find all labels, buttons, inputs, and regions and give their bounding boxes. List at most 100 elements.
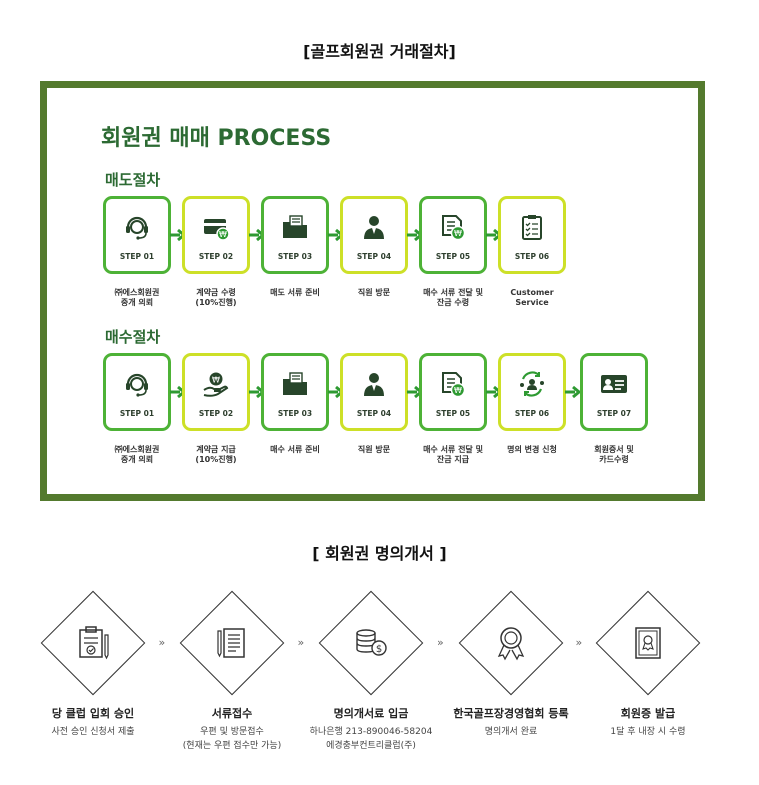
transfer-step-title: 명의개서료 입금 <box>333 707 409 720</box>
step-label-line: ㈜에스회원권 <box>114 445 160 454</box>
step-label-line: 중개 의뢰 <box>120 298 154 307</box>
transfer-step-desc: 1달 후 내장 시 수령 <box>573 725 723 739</box>
transfer-title: [ 회원권 명의개서 ] <box>312 544 447 563</box>
step-label-line: (10%진행) <box>195 298 237 307</box>
certificate-icon <box>628 623 668 663</box>
headset-icon <box>123 213 151 241</box>
document-pen-icon <box>212 623 252 663</box>
transfer-step-desc: 사전 승인 신청서 제출 <box>18 725 168 739</box>
card-icon: ₩ <box>202 213 230 241</box>
buy-step-3-label: 매수 서류 준비 <box>250 445 340 455</box>
sell-step-4-label: 직원 방문 <box>329 288 419 298</box>
chevron-right-icon: » <box>158 636 166 649</box>
transfer-step-title: 서류접수 <box>211 707 253 720</box>
transfer-step-title: 회원증 발급 <box>620 707 676 720</box>
sell-step-6-box: STEP 06 <box>498 196 566 274</box>
page-title: [골프회원권 거래절차] <box>303 42 456 61</box>
step-number: STEP 06 <box>514 409 550 418</box>
transfer-desc-line: 에경충부컨트리클럽(주) <box>326 741 416 751</box>
transfer-step-title: 당 클럽 입회 승인 <box>51 707 135 720</box>
buy-step-3-box: STEP 03 <box>261 353 329 431</box>
process-title: 회원권 매매 PROCESS <box>101 126 332 151</box>
buy-step-2-label: 계약금 지급(10%진행) <box>171 445 261 465</box>
chevron-right-icon: » <box>297 636 305 649</box>
sell-step-2-box: ₩ STEP 02 <box>182 196 250 274</box>
arrow-right-icon <box>564 384 582 400</box>
folder-icon <box>281 213 309 241</box>
step-number: STEP 03 <box>277 409 313 418</box>
buy-step-4-label: 직원 방문 <box>329 445 419 455</box>
step-number: STEP 07 <box>596 409 632 418</box>
transfer-desc-line: 명의개서 완료 <box>484 727 538 737</box>
svg-text:₩: ₩ <box>454 386 462 395</box>
svg-text:₩: ₩ <box>454 229 462 238</box>
sell-step-2-label: 계약금 수령(10%진행) <box>171 288 261 308</box>
buy-step-7-box: STEP 07 <box>580 353 648 431</box>
step-label-line: 회원증서 및 <box>594 445 634 454</box>
step-label-line: 계약금 수령 <box>196 288 236 297</box>
step-label-line: 매수 서류 준비 <box>270 445 320 454</box>
sell-step-4-box: STEP 04 <box>340 196 408 274</box>
step-number: STEP 04 <box>356 409 392 418</box>
step-label-line: (10%진행) <box>195 455 237 464</box>
step-label-line: Service <box>515 298 549 307</box>
id-card-icon <box>600 370 628 398</box>
award-icon <box>491 623 531 663</box>
transfer-desc-line: 사전 승인 신청서 제출 <box>51 727 135 737</box>
step-label-line: 잔금 지급 <box>436 455 470 464</box>
buy-step-1-box: STEP 01 <box>103 353 171 431</box>
clipboard-icon <box>518 213 546 241</box>
step-number: STEP 04 <box>356 252 392 261</box>
transfer-desc-line: 1달 후 내장 시 수령 <box>610 727 686 737</box>
buy-section-label: 매수절차 <box>105 328 161 346</box>
buy-step-4-box: STEP 04 <box>340 353 408 431</box>
step-label-line: 명의 변경 신청 <box>507 445 557 454</box>
step-number: STEP 01 <box>119 252 155 261</box>
sell-step-3-label: 매도 서류 준비 <box>250 288 340 298</box>
sell-step-1-box: STEP 01 <box>103 196 171 274</box>
buy-step-6-label: 명의 변경 신청 <box>487 445 577 455</box>
svg-text:₩: ₩ <box>212 376 220 385</box>
step-number: STEP 02 <box>198 252 234 261</box>
step-number: STEP 06 <box>514 252 550 261</box>
step-label-line: 잔금 수령 <box>436 298 470 307</box>
chevron-right-icon: » <box>575 636 583 649</box>
step-label-line: 중개 의뢰 <box>120 455 154 464</box>
buy-step-6-box: STEP 06 <box>498 353 566 431</box>
process-frame <box>40 81 705 501</box>
person-icon <box>360 370 388 398</box>
step-number: STEP 03 <box>277 252 313 261</box>
step-label-line: 매도 서류 준비 <box>270 288 320 297</box>
step-number: STEP 01 <box>119 409 155 418</box>
sell-step-3-box: STEP 03 <box>261 196 329 274</box>
buy-step-5-box: ₩STEP 05 <box>419 353 487 431</box>
svg-text:₩: ₩ <box>219 230 227 239</box>
chevron-right-icon: » <box>437 636 444 649</box>
step-label-line: 매수 서류 전달 및 <box>423 288 483 297</box>
step-label-line: 카드수령 <box>599 455 629 464</box>
step-label-line: 매수 서류 전달 및 <box>423 445 483 454</box>
transfer-step-desc: 우편 및 방문접수 (현재는 우편 접수만 가능) <box>157 725 307 753</box>
hand-coin-icon: ₩ <box>202 370 230 398</box>
step-label-line: 직원 방문 <box>357 445 391 454</box>
sell-section-label: 매도절차 <box>105 171 161 189</box>
transfer-desc-line: (현재는 우편 접수만 가능) <box>182 741 282 751</box>
folder-icon <box>281 370 309 398</box>
document-won-icon: ₩ <box>439 213 467 241</box>
transfer-step-desc: 명의개서 완료 <box>436 725 586 739</box>
step-label-line: 직원 방문 <box>357 288 391 297</box>
transfer-desc-line: 우편 및 방문접수 <box>200 727 264 737</box>
buy-step-2-box: ₩STEP 02 <box>182 353 250 431</box>
step-label-line: ㈜에스회원권 <box>114 288 160 297</box>
person-icon <box>360 213 388 241</box>
transfer-step-title: 한국골프장경영협회 등록 <box>453 707 569 720</box>
svg-text:$: $ <box>376 644 382 655</box>
step-label-line: 계약금 지급 <box>196 445 236 454</box>
coins-icon: $ <box>351 623 391 663</box>
